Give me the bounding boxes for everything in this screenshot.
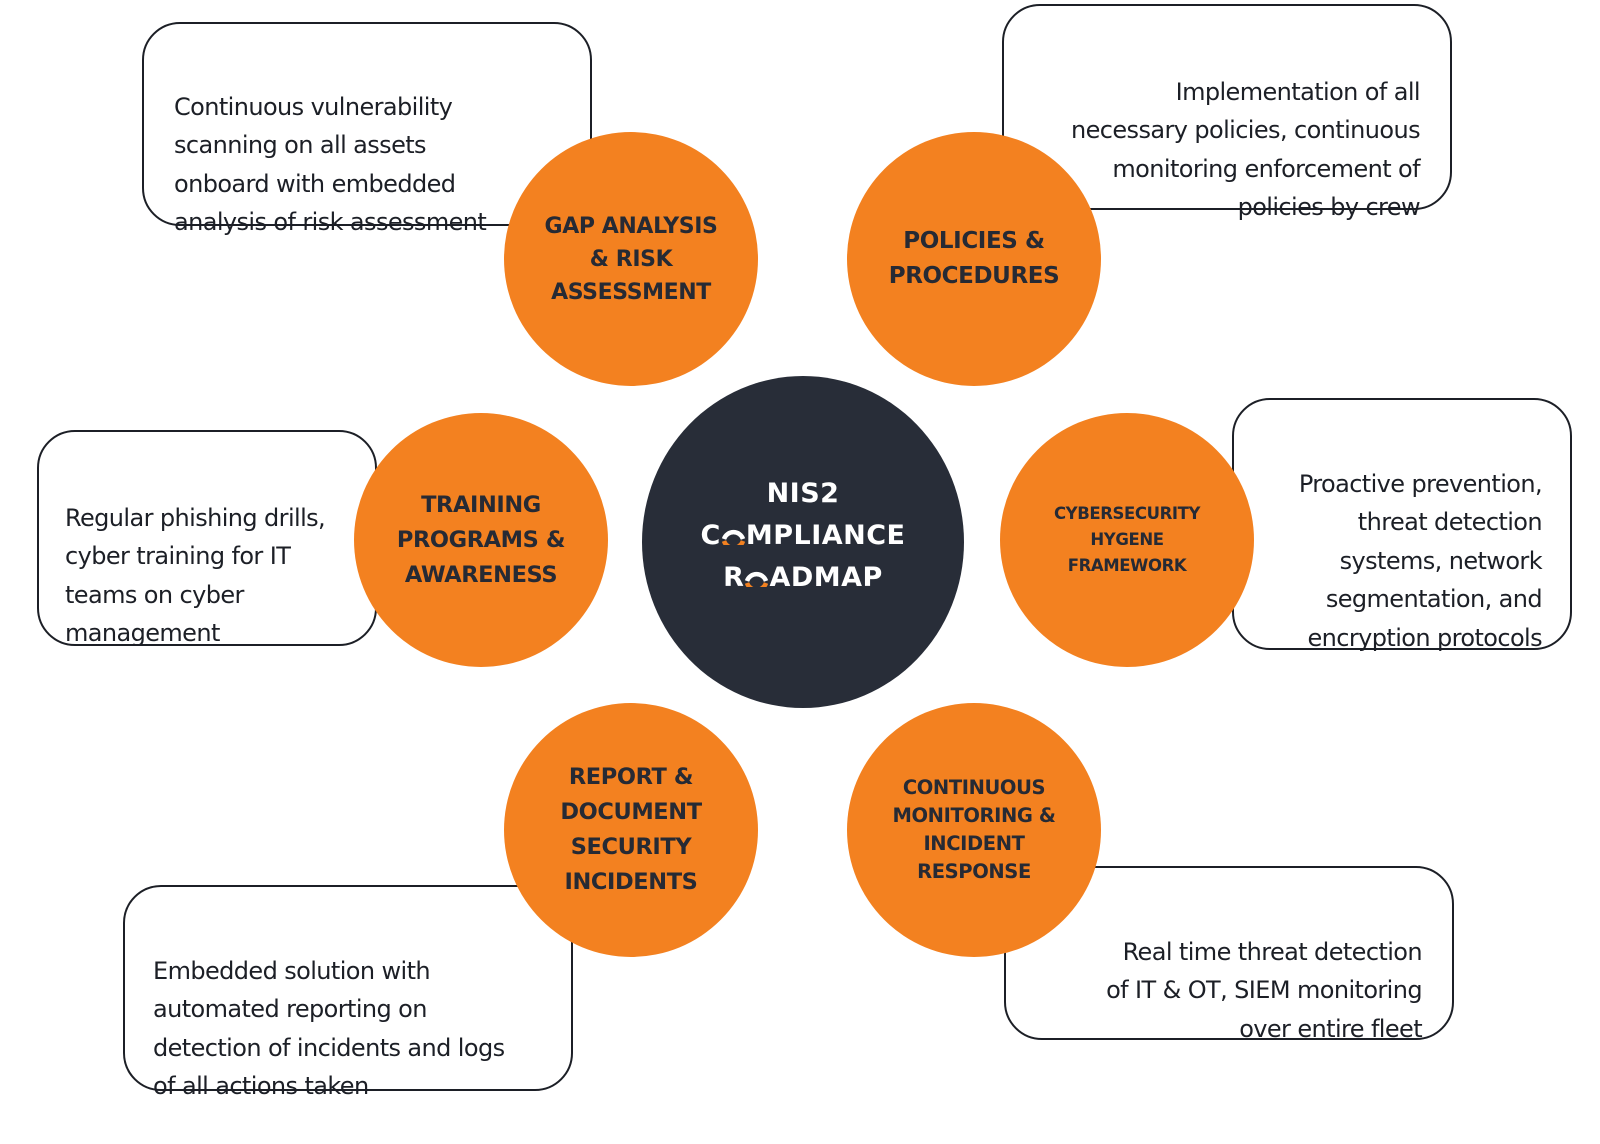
description-box-hygiene: Proactive prevention, threat detection s… (1232, 398, 1572, 652)
node-title: POLICIES & PROCEDURES (888, 228, 1060, 289)
target-ring-icon: O (721, 525, 746, 545)
node-title: CONTINUOUS MONITORING & INCIDENT RESPONS… (892, 776, 1056, 883)
hub-title-line-2: COMPLIANCE (642, 520, 964, 551)
description-text: Embedded solution with automated reporti… (153, 956, 505, 1101)
description-box-report: Embedded solution with automated reporti… (123, 885, 573, 1100)
hub-line-2-start: C (700, 520, 721, 551)
description-box-policies: Implementation of all necessary policies… (1002, 4, 1452, 221)
target-ring-icon: O (744, 567, 769, 587)
central-hub: NIS2 COMPLIANCE ROADMAP (642, 376, 964, 708)
description-text: Proactive prevention, threat detection s… (1298, 469, 1543, 652)
description-text: Continuous vulnerability scanning on all… (174, 92, 487, 237)
node-report: REPORT & DOCUMENT SECURITY INCIDENTS (504, 703, 758, 957)
description-box-training: Regular phishing drills, cyber training … (37, 430, 377, 647)
hub-line-1-text: NIS2 (766, 478, 840, 509)
node-title: REPORT & DOCUMENT SECURITY INCIDENTS (560, 764, 702, 895)
node-title: GAP ANALYSIS & RISK ASSESSMENT (544, 213, 718, 305)
node-gap-analysis: GAP ANALYSIS & RISK ASSESSMENT (504, 132, 758, 386)
description-text: Real time threat detection of IT & OT, S… (1106, 937, 1423, 1043)
node-policies: POLICIES & PROCEDURES (847, 132, 1101, 386)
hub-title-line-3: ROADMAP (642, 562, 964, 593)
node-title: CYBERSECURITY HYGENE FRAMEWORK (1053, 504, 1201, 575)
description-box-gap-analysis: Continuous vulnerability scanning on all… (142, 22, 592, 236)
node-title: TRAINING PROGRAMS & AWARENESS (396, 491, 566, 588)
hub-line-2-end: MPLIANCE (745, 520, 906, 551)
description-text: Regular phishing drills, cyber training … (65, 503, 326, 648)
hub-title-line-1: NIS2 (642, 478, 964, 509)
node-training: TRAINING PROGRAMS & AWARENESS (354, 413, 608, 667)
node-hygiene: CYBERSECURITY HYGENE FRAMEWORK (1000, 413, 1254, 667)
description-text: Implementation of all necessary policies… (1071, 77, 1421, 222)
hub-line-3-end: ADMAP (769, 562, 883, 593)
node-monitoring: CONTINUOUS MONITORING & INCIDENT RESPONS… (847, 703, 1101, 957)
hub-line-3-start: R (723, 562, 745, 593)
